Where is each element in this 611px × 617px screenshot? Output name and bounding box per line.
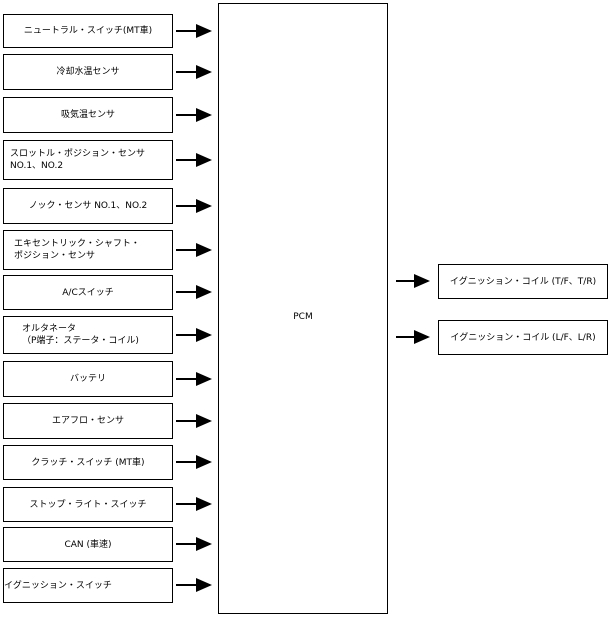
input-label-throttle-position-sensor: スロットル・ポジション・センサ NO.1、NO.2	[10, 149, 146, 171]
arrowhead-knock-sensor	[196, 199, 212, 213]
input-label-stop-light-switch: ストップ・ライト・スイッチ	[29, 499, 147, 510]
output-box-ignition-coil-tf-tr: イグニッション・コイル (T/F、T/R)	[438, 264, 608, 299]
arrowhead-ac-switch	[196, 285, 212, 299]
input-label-knock-sensor: ノック・センサ NO.1、NO.2	[28, 201, 148, 211]
input-label-eccentric-shaft-position-sensor: エキセントリック・シャフト・ ポジション・センサ	[14, 239, 140, 261]
input-box-clutch-switch: クラッチ・スイッチ (MT車)	[3, 445, 173, 480]
input-box-eccentric-shaft-position-sensor: エキセントリック・シャフト・ ポジション・センサ	[3, 230, 173, 270]
input-box-throttle-position-sensor: スロットル・ポジション・センサ NO.1、NO.2	[3, 140, 173, 180]
input-arrows	[176, 24, 212, 592]
output-label-ignition-coil-tf-tr: イグニッション・コイル (T/F、T/R)	[449, 276, 597, 287]
input-label-intake-air-temp-sensor: 吸気温センサ	[60, 110, 115, 120]
input-box-ignition-switch: イグニッション・スイッチ	[3, 568, 173, 603]
input-label-ignition-switch: イグニッション・スイッチ	[4, 580, 112, 591]
input-label-neutral-switch: ニュートラル・スイッチ(MT車)	[23, 26, 153, 36]
arrowhead-ignition-coil-lf-lr	[414, 330, 430, 344]
arrowhead-airflow-sensor	[196, 414, 212, 428]
input-box-stop-light-switch: ストップ・ライト・スイッチ	[3, 487, 173, 522]
input-box-alternator: オルタネータ （P端子：ステータ・コイル)	[3, 316, 173, 354]
input-box-knock-sensor: ノック・センサ NO.1、NO.2	[3, 188, 173, 224]
pcm-block: PCM	[218, 3, 388, 614]
arrowhead-coolant-temp-sensor	[196, 65, 212, 79]
input-box-intake-air-temp-sensor: 吸気温センサ	[3, 97, 173, 133]
input-box-airflow-sensor: エアフロ・センサ	[3, 403, 173, 439]
input-box-neutral-switch: ニュートラル・スイッチ(MT車)	[3, 14, 173, 48]
input-label-ac-switch: A/Cスイッチ	[62, 287, 114, 298]
input-box-battery: バッテリ	[3, 361, 173, 397]
arrowhead-intake-air-temp-sensor	[196, 108, 212, 122]
arrowhead-alternator	[196, 328, 212, 342]
input-box-ac-switch: A/Cスイッチ	[3, 275, 173, 310]
input-label-alternator: オルタネータ （P端子：ステータ・コイル)	[22, 324, 139, 346]
arrowhead-ignition-switch	[196, 578, 212, 592]
pcm-label: PCM	[293, 312, 313, 322]
arrowhead-battery	[196, 372, 212, 386]
input-label-airflow-sensor: エアフロ・センサ	[51, 416, 124, 426]
input-label-can-vehicle-speed: CAN (車速)	[64, 539, 112, 550]
arrowhead-ignition-coil-tf-tr	[414, 274, 430, 288]
output-box-ignition-coil-lf-lr: イグニッション・コイル (L/F、L/R)	[438, 320, 608, 355]
arrowhead-neutral-switch	[196, 24, 212, 38]
output-label-ignition-coil-lf-lr: イグニッション・コイル (L/F、L/R)	[450, 332, 596, 343]
input-label-battery: バッテリ	[69, 374, 106, 384]
arrowhead-eccentric-shaft-position-sensor	[196, 243, 212, 257]
arrowhead-stop-light-switch	[196, 497, 212, 511]
arrowhead-can-vehicle-speed	[196, 537, 212, 551]
arrowhead-clutch-switch	[196, 455, 212, 469]
input-label-clutch-switch: クラッチ・スイッチ (MT車)	[31, 457, 145, 468]
input-box-can-vehicle-speed: CAN (車速)	[3, 527, 173, 562]
input-box-coolant-temp-sensor: 冷却水温センサ	[3, 54, 173, 90]
arrowhead-throttle-position-sensor	[196, 153, 212, 167]
input-label-coolant-temp-sensor: 冷却水温センサ	[56, 67, 120, 77]
output-arrows	[396, 274, 430, 344]
